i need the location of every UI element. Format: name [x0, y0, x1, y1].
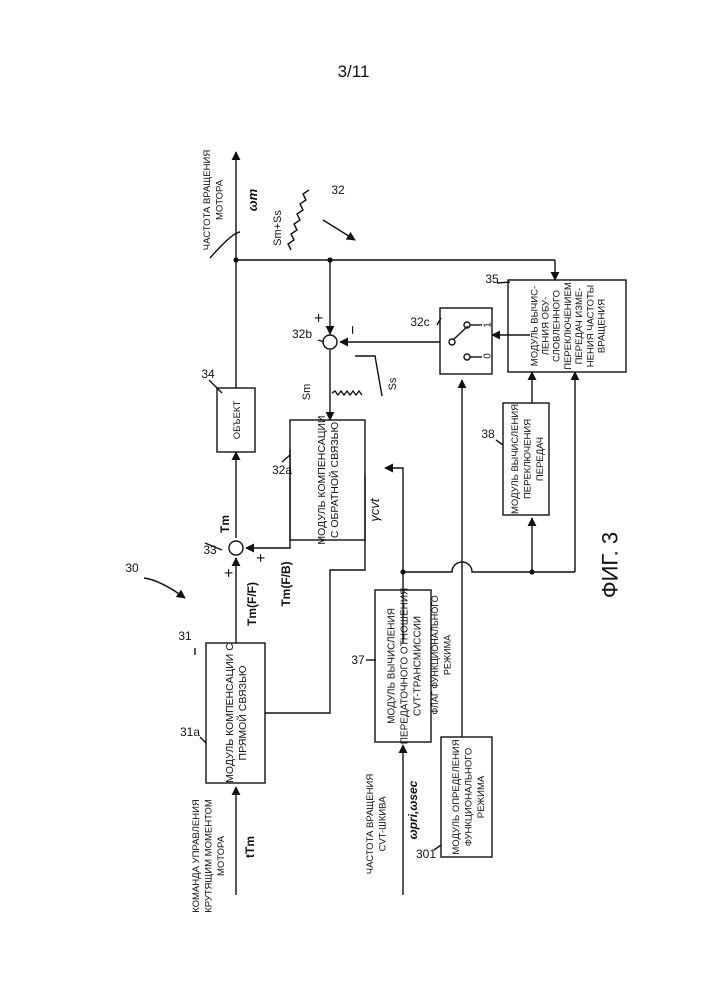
motor-speed-label: ЧАСТОТА ВРАЩЕНИЯМОТОРА — [202, 150, 226, 251]
ref-32a: 32a — [272, 463, 292, 477]
ref-37: 37 — [351, 653, 365, 667]
switch-contact-0 — [464, 354, 470, 360]
plus-fb: + — [253, 553, 270, 562]
ss-label: Ss — [387, 377, 399, 390]
ref-32: 32 — [331, 183, 345, 197]
ref-35: 35 — [485, 272, 499, 286]
leader-34 — [209, 380, 222, 393]
plus-ff: + — [221, 568, 238, 577]
calc37-label: МОДУЛЬ ВЫЧИСЛЕНИЯПЕРЕДАТОЧНОГО ОТНОШЕНИЯ… — [387, 588, 424, 745]
sm-ripple-icon — [332, 391, 362, 395]
sum-junction-32b — [323, 335, 337, 349]
junction-dot-gamma — [400, 569, 405, 574]
leader-35 — [497, 282, 510, 283]
gamma-cvt-label: γcvt — [367, 497, 382, 522]
sm-label: Sm — [301, 384, 313, 401]
ref-34: 34 — [201, 367, 215, 381]
gamma-bus-line — [403, 562, 575, 572]
switch-lever — [454, 326, 468, 339]
ref-31: 31 — [178, 629, 192, 643]
junction-dot-omega — [233, 257, 238, 262]
leader-30 — [144, 578, 185, 598]
mode-flag-label: ФЛАГ ФУНКЦИОНАЛЬНОГОРЕЖИМА — [430, 595, 453, 714]
junction-dot-omega-sum — [327, 257, 332, 262]
sum-junction-33 — [229, 541, 243, 555]
minus-ss: − — [345, 325, 362, 334]
ref-32b: 32b — [292, 327, 312, 341]
ref-301: 301 — [416, 847, 436, 861]
pulley-speed-label: ЧАСТОТА ВРАЩЕНИЯCVT-ШКИВА — [365, 774, 389, 875]
sm-ss-ripple-icon — [288, 190, 309, 250]
ref-32c: 32c — [410, 315, 429, 329]
omega-pri-sec-label: ωpri,ωsec — [406, 780, 420, 839]
switch-label-0: 0 — [483, 353, 494, 359]
switch-32c-block — [440, 308, 492, 374]
leader-32-arrow — [323, 220, 355, 240]
leader-32a — [282, 455, 290, 462]
ref-30: 30 — [125, 561, 139, 575]
switch-common — [449, 339, 455, 345]
mode-detect-label: МОДУЛЬ ОПРЕДЕЛЕНИЯФУНКЦИОНАЛЬНОГОРЕЖИМА — [451, 739, 487, 854]
ref-33: 33 — [203, 543, 217, 557]
ref-31a: 31a — [180, 725, 200, 739]
sm-ss-label: Sm+Ss — [272, 210, 284, 246]
tm-fb-label: Tm(F/B) — [279, 561, 293, 606]
fb-compensation-label: МОДУЛЬ КОМПЕНСАЦИИС ОБРАТНОЙ СВЯЗЬЮ — [316, 415, 341, 544]
gamma-to-fb-line — [385, 468, 403, 558]
ttm-label: tTm — [243, 836, 257, 858]
object-label: ОБЪЕКТ — [232, 401, 243, 440]
calc35-label: МОДУЛЬ ВЫЧИС-ЛЕНИЯ ОБУ-СЛОВЛЕННОГОПЕРЕКЛ… — [529, 282, 607, 370]
plus-omega: + — [311, 313, 328, 322]
tm-ff-label: Tm(F/F) — [245, 582, 259, 626]
leader-31a — [200, 737, 206, 743]
tm-label: Tm — [218, 515, 232, 533]
calc38-label: МОДУЛЬ ВЫЧИСЛЕНИЯПЕРЕКЛЮЧЕНИЯПЕРЕДАЧ — [510, 404, 546, 514]
switch-label-1: 1 — [483, 322, 494, 328]
ff-compensation-label: МОДУЛЬ КОМПЕНСАЦИИ СПРЯМОЙ СВЯЗЬЮ — [224, 643, 249, 783]
torque-command-label: КОМАНДА УПРАВЛЕНИЯКРУТЯЩИМ МОМЕНТОММОТОР… — [191, 799, 227, 913]
ref-38: 38 — [481, 427, 495, 441]
leader-38 — [496, 440, 503, 445]
figure-label: ФИГ. 3 — [598, 532, 623, 598]
omega-m-label: ωm — [245, 188, 260, 211]
junction-dot-gamma-38 — [529, 569, 534, 574]
